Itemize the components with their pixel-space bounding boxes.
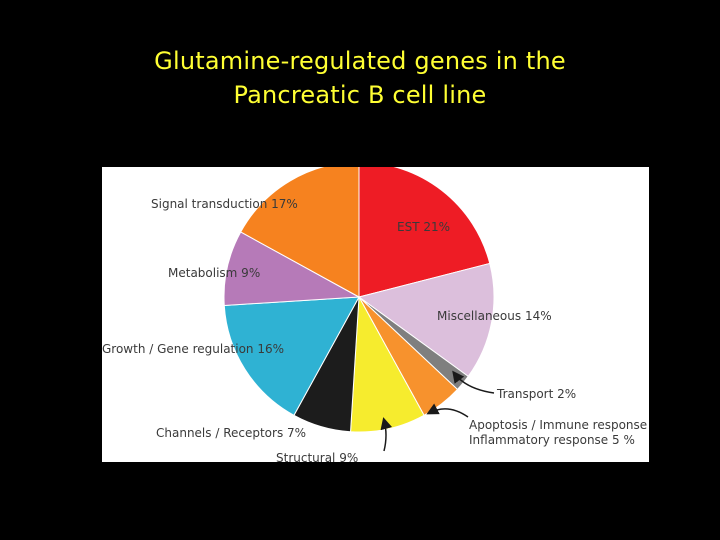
slice-label-5: Structural 9% bbox=[276, 451, 358, 462]
pie-chart: EST 21% Miscellaneous 14% Transport 2% Apop… bbox=[102, 167, 647, 462]
leader-arrow-3 bbox=[452, 370, 495, 394]
pie-chart-figure: EST 21% Miscellaneous 14% Transport 2% Apop… bbox=[102, 167, 649, 462]
slice-label-7: Growth / Gene regulation 16% bbox=[102, 342, 284, 356]
pie-slice-2 bbox=[357, 262, 495, 378]
pie-slice-1 bbox=[358, 167, 491, 298]
pie-slice-9 bbox=[240, 167, 360, 298]
slice-label-2: Miscellaneous 14% bbox=[437, 309, 552, 323]
slice-label-6: Channels / Receptors 7% bbox=[156, 426, 306, 440]
slice-label-8: Metabolism 9% bbox=[168, 266, 260, 280]
slide-title-line-2: Pancreatic B cell line bbox=[233, 81, 487, 109]
slice-label-3: Transport 2% bbox=[496, 387, 576, 401]
pie-slice-7 bbox=[223, 296, 360, 416]
leader-arrow-4 bbox=[426, 403, 469, 418]
slice-label-1: EST 21% bbox=[397, 220, 450, 234]
leader-arrow-5 bbox=[380, 417, 393, 452]
slide-title: Glutamine-regulated genes in the Pancrea… bbox=[0, 44, 720, 112]
slice-label-9: Signal transduction 17% bbox=[151, 197, 298, 211]
slide-title-line-1: Glutamine-regulated genes in the bbox=[154, 47, 566, 75]
